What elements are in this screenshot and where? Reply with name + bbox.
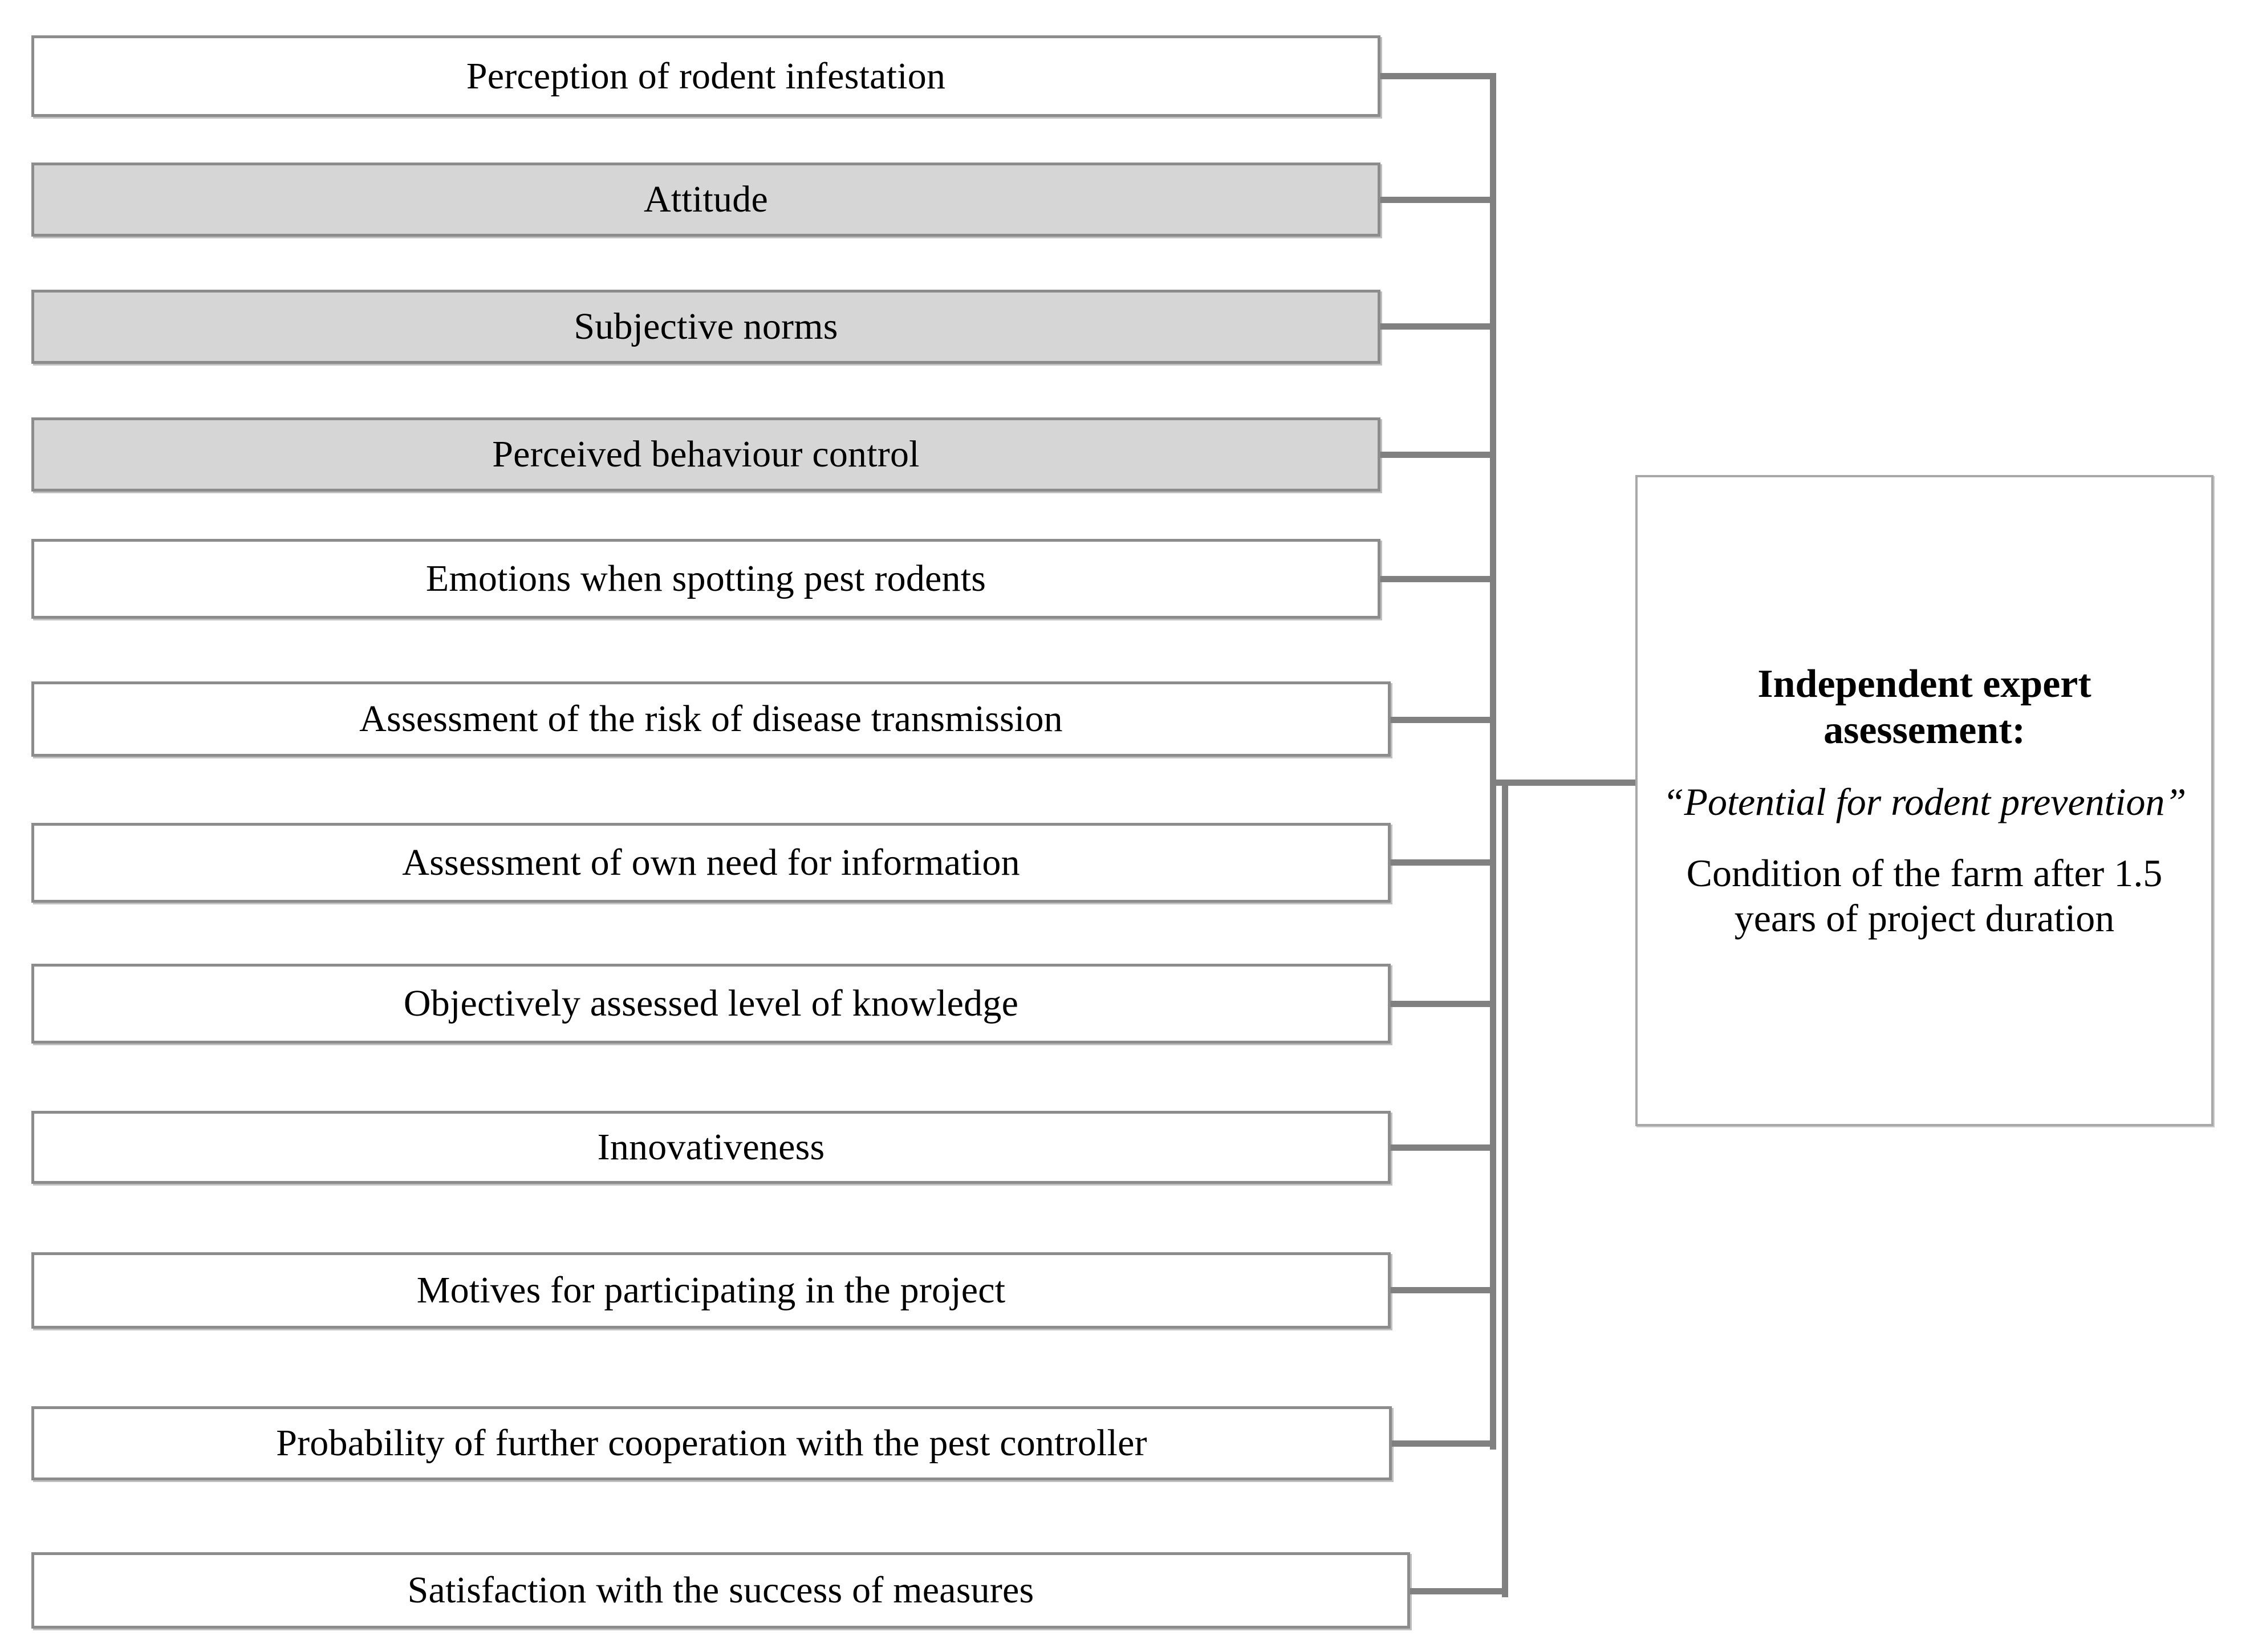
factor-box-motives-for-participating-in-the-project: Motives for participating in the project <box>31 1252 1391 1329</box>
expert-assessment-title: Independent expert asessement: <box>1757 661 2091 752</box>
expert-assessment-body: Condition of the farm after 1.5 years of… <box>1686 851 2163 940</box>
factor-box-satisfaction-with-the-success-of-measures: Satisfaction with the success of measure… <box>31 1552 1410 1629</box>
factor-box-label: Emotions when spotting pest rodents <box>425 558 986 600</box>
connector-stub-subjective-norms <box>1380 323 1496 330</box>
factor-box-perceived-behaviour-control: Perceived behaviour control <box>31 417 1380 492</box>
factor-box-objectively-assessed-level-of-knowledge: Objectively assessed level of knowledge <box>31 964 1391 1044</box>
factor-box-label: Probability of further cooperation with … <box>276 1422 1147 1464</box>
connector-trunk-outer <box>1502 782 1508 1597</box>
connector-stub-objectively-assessed-level-of-knowledge <box>1391 1001 1496 1007</box>
factor-box-innovativeness: Innovativeness <box>31 1111 1391 1184</box>
expert-assessment-box: Independent expert asessement: “Potentia… <box>1635 475 2213 1126</box>
connector-stub-probability-of-further-cooperation-with-the-pest <box>1392 1440 1496 1447</box>
connector-stub-assessment-of-own-need-for-information <box>1391 859 1496 866</box>
connector-stub-innovativeness <box>1391 1144 1496 1151</box>
connector-spine-to-expert-box <box>1490 780 1635 786</box>
factor-box-label: Assessment of own need for information <box>402 842 1020 884</box>
factor-box-label: Objectively assessed level of knowledge <box>403 983 1019 1025</box>
connector-stub-assessment-of-the-risk-of-disease-transmission <box>1391 717 1496 723</box>
factor-box-assessment-of-the-risk-of-disease-transmission: Assessment of the risk of disease transm… <box>31 681 1391 757</box>
factor-box-assessment-of-own-need-for-information: Assessment of own need for information <box>31 823 1391 903</box>
connector-stub-motives-for-participating-in-the-project <box>1391 1287 1496 1293</box>
factor-box-label: Perceived behaviour control <box>492 433 920 476</box>
connector-stub-perception-of-rodent-infestation <box>1380 73 1496 79</box>
factor-box-label: Perception of rodent infestation <box>466 55 946 97</box>
connector-stub-attitude <box>1380 197 1496 203</box>
connector-stub-satisfaction-with-the-success-of-measures <box>1410 1588 1508 1594</box>
factor-box-label: Assessment of the risk of disease transm… <box>359 698 1063 740</box>
factor-box-perception-of-rodent-infestation: Perception of rodent infestation <box>31 35 1380 117</box>
expert-assessment-quote: “Potential for rodent prevention” <box>1662 780 2187 823</box>
factor-box-label: Innovativeness <box>597 1126 825 1168</box>
connector-stub-perceived-behaviour-control <box>1380 452 1496 458</box>
connector-trunk-inner <box>1490 76 1496 1450</box>
factor-box-subjective-norms: Subjective norms <box>31 290 1380 364</box>
factor-box-label: Motives for participating in the project <box>416 1269 1006 1312</box>
factor-box-probability-of-further-cooperation-with-the-pest: Probability of further cooperation with … <box>31 1406 1392 1480</box>
factor-box-emotions-when-spotting-pest-rodents: Emotions when spotting pest rodents <box>31 539 1380 619</box>
factor-box-attitude: Attitude <box>31 163 1380 237</box>
connector-stub-emotions-when-spotting-pest-rodents <box>1380 576 1496 582</box>
factor-box-label: Attitude <box>644 178 768 221</box>
factor-box-label: Subjective norms <box>574 306 838 348</box>
factor-box-label: Satisfaction with the success of measure… <box>407 1569 1034 1612</box>
